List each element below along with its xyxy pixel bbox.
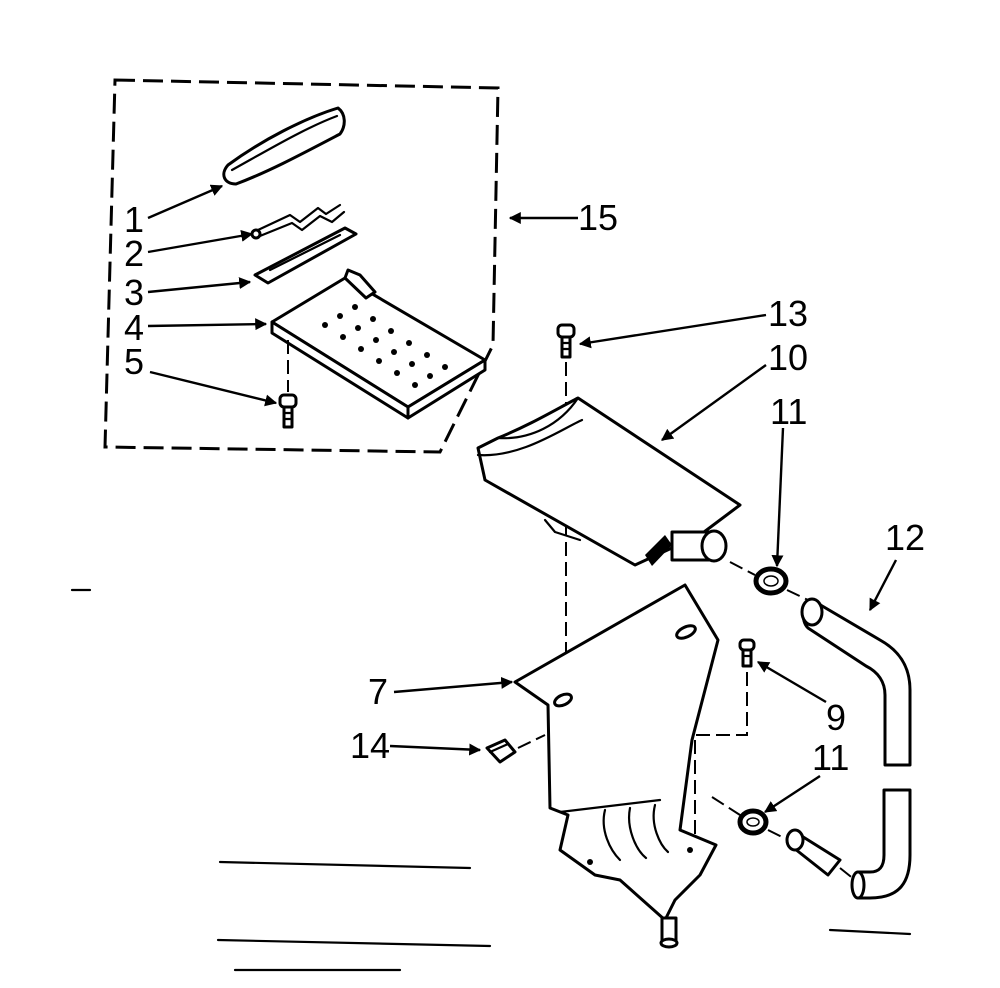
part-13-screw: [556, 323, 576, 359]
callout-11-upper: 11: [770, 391, 807, 432]
part-2-clip: [250, 203, 346, 240]
assembly-box-outline: [103, 78, 500, 454]
callout-1: 1: [124, 199, 144, 240]
housing-outlet-pipe: [670, 529, 728, 563]
part-5-screw: [278, 393, 298, 429]
part-3-slide: [253, 226, 358, 285]
callout-12: 12: [885, 517, 925, 558]
tray-perforations: [322, 304, 448, 388]
hose-coupler: [785, 828, 842, 877]
callout-13: 13: [768, 293, 808, 334]
part-9-screw: [738, 638, 756, 668]
part-14-clip: [485, 738, 517, 764]
part-12-hose: [800, 597, 912, 900]
callout-14: 14: [350, 725, 390, 766]
callout-7: 7: [368, 671, 388, 712]
callout-9: 9: [826, 697, 846, 738]
part-4-tray: [270, 268, 487, 420]
part-11-ring-lower: [737, 808, 769, 836]
callout-15: 15: [578, 197, 618, 238]
callout-10: 10: [768, 337, 808, 378]
part-7-bracket: [513, 583, 720, 949]
callout-3: 3: [124, 272, 144, 313]
callout-11-lower: 11: [812, 737, 849, 778]
callout-5: 5: [124, 341, 144, 382]
callout-2: 2: [124, 233, 144, 274]
callout-4: 4: [124, 307, 144, 348]
part-1-cover: [222, 106, 346, 186]
part-11-ring-upper: [753, 566, 789, 596]
scan-artifacts: [70, 588, 912, 972]
